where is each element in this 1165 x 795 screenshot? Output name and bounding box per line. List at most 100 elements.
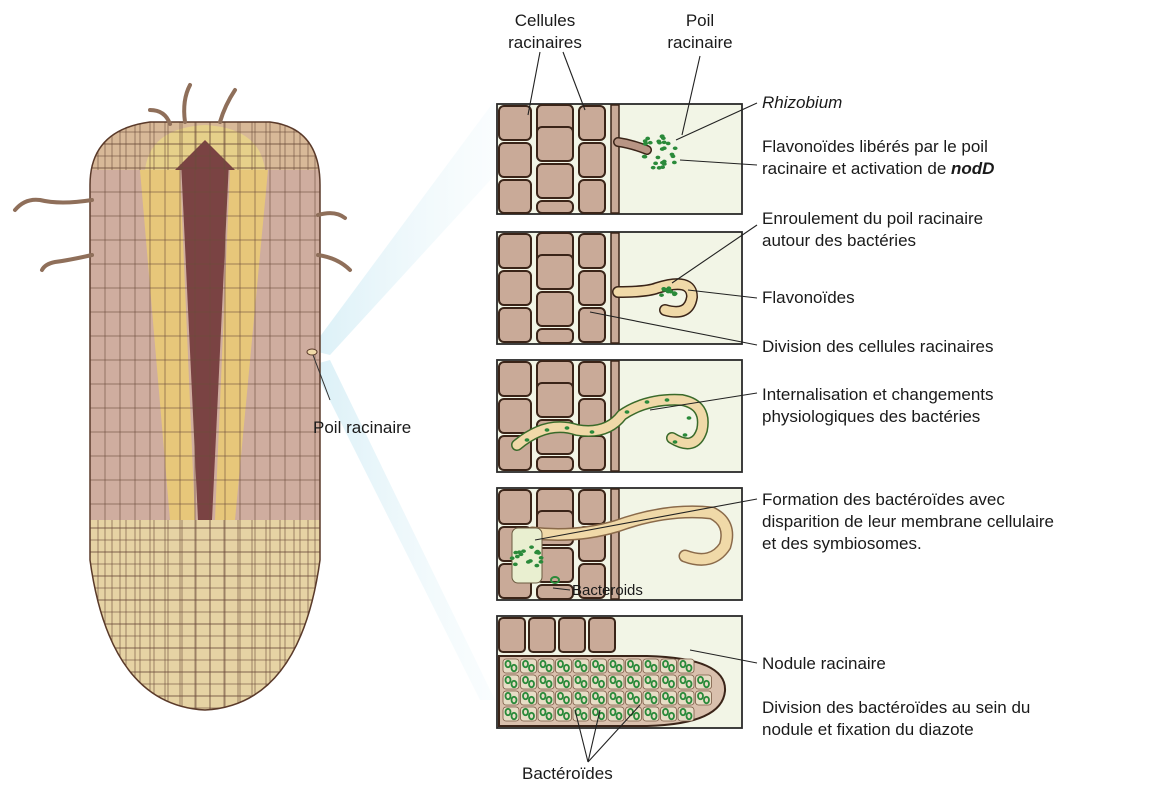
label-poil-racinaire-top: Poil racinaire (655, 10, 745, 54)
bacterium (673, 292, 678, 296)
root-cell (537, 255, 573, 289)
root-cell (529, 618, 555, 652)
root-cell (579, 180, 605, 213)
root-cell (579, 106, 605, 140)
bacterium (687, 416, 692, 420)
root-cell (537, 201, 573, 213)
bacterium (660, 161, 665, 165)
root-cell (499, 308, 531, 342)
label-text: racinaire et activation de (762, 159, 951, 178)
root-cell (499, 399, 531, 433)
label-formation: Formation des bactéroïdes avec dispariti… (762, 489, 1054, 555)
bacterium (534, 564, 539, 568)
label-line: Internalisation et changements (762, 384, 994, 406)
bacterium (528, 559, 533, 563)
bacterium (673, 440, 678, 444)
bacterium (521, 549, 526, 553)
bacterium (510, 556, 515, 560)
root-cell (579, 436, 605, 470)
root-hair-detail (307, 349, 317, 355)
root-cell (537, 329, 573, 343)
stage-panel-3 (497, 360, 742, 472)
epidermis (611, 105, 619, 213)
leader-line (563, 52, 585, 110)
label-internalisation: Internalisation et changements physiolog… (762, 384, 994, 428)
bacterium (657, 166, 662, 170)
root-cell (579, 362, 605, 396)
bacterium (565, 426, 570, 430)
root-cell (499, 362, 531, 396)
root-cell (579, 490, 605, 524)
bacterium (659, 293, 664, 297)
stage-panel-5 (497, 616, 742, 728)
bacterium (665, 398, 670, 402)
label-division-cellules: Division des cellules racinaires (762, 336, 993, 358)
label-line: nodule et fixation du diazote (762, 719, 1030, 741)
label-noddd: nodD (951, 159, 994, 178)
zoom-glow-lower (312, 360, 495, 700)
root-cell (537, 383, 573, 417)
label-flavonoides: Flavonoïdes (762, 287, 855, 309)
bacterium (643, 141, 648, 145)
bacterium (515, 555, 520, 559)
label-line: et des symbiosomes. (762, 533, 1054, 555)
label-line: Poil (655, 10, 745, 32)
stage-panel-2 (497, 232, 742, 344)
bacterium (671, 154, 676, 158)
label-line: autour des bactéries (762, 230, 983, 252)
label-nodule: Nodule racinaire (762, 653, 886, 675)
label-line: physiologiques des bactéries (762, 406, 994, 428)
label-line: racinaire (655, 32, 745, 54)
bacterium (669, 290, 674, 294)
bacterium (662, 146, 667, 150)
root-cell (579, 308, 605, 342)
label-bacteroids-inset: Bacteroids (572, 580, 643, 602)
zoom-glow (310, 100, 495, 355)
root-cell (537, 292, 573, 326)
label-flavonoides-liberes: Flavonoïdes libérés par le poil racinair… (762, 136, 994, 180)
bacterium (539, 556, 544, 560)
bacterium (666, 142, 671, 146)
root-cell (537, 164, 573, 198)
root-cell (499, 106, 531, 140)
root-cell (537, 585, 573, 599)
label-line: racinaires (490, 32, 600, 54)
label-cellules-racinaires: Cellules racinaires (490, 10, 600, 54)
root-cell (559, 618, 585, 652)
root-cell (499, 180, 531, 213)
root-cell (499, 271, 531, 305)
bacterium (645, 400, 650, 404)
label-rhizobium: Rhizobium (762, 92, 842, 114)
bacterium (525, 438, 530, 442)
bacterium (653, 162, 658, 166)
label-line: Enroulement du poil racinaire (762, 208, 983, 230)
root-cell (499, 618, 525, 652)
bacterium (683, 433, 688, 437)
bacterium (648, 141, 653, 145)
root-cell (537, 127, 573, 161)
label-enroulement: Enroulement du poil racinaire autour des… (762, 208, 983, 252)
bacterium (513, 563, 518, 567)
root-cell (579, 234, 605, 268)
root-illustration (15, 85, 350, 720)
label-bacteroides-bottom: Bactéroïdes (522, 763, 613, 785)
root-cell (499, 143, 531, 177)
bacterium (672, 161, 677, 165)
bacterium (625, 410, 630, 414)
bacterium (539, 560, 544, 564)
label-line: Formation des bactéroïdes avec (762, 489, 1054, 511)
bacterium (651, 166, 656, 170)
bacterium (529, 545, 534, 549)
bacterium (534, 551, 539, 555)
root-cell (537, 457, 573, 471)
bacterium (590, 430, 595, 434)
stage-panel-1 (497, 104, 742, 214)
bacterium (657, 141, 662, 145)
label-line: Division des bactéroïdes au sein du (762, 697, 1030, 719)
root-cell (589, 618, 615, 652)
label-line: disparition de leur membrane cellulaire (762, 511, 1054, 533)
label-line: Cellules (490, 10, 600, 32)
bacterium (656, 156, 661, 160)
root-cell (579, 271, 605, 305)
